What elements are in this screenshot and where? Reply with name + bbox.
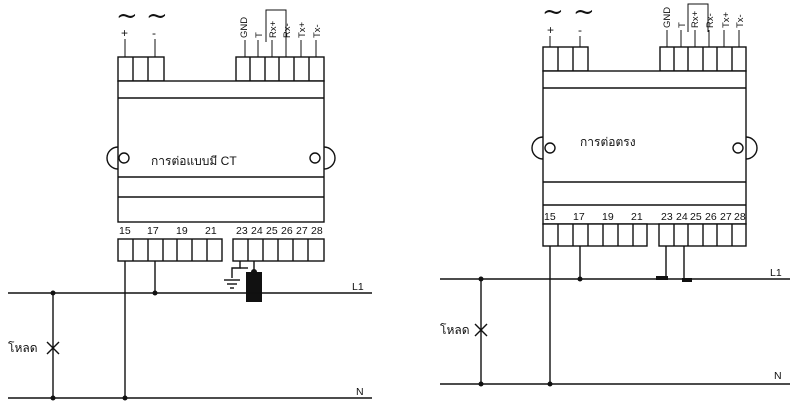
left-top-terminal-block-comm [235,56,325,82]
right-term-24: 24 [676,211,688,223]
right-load-label: โหลด [440,323,470,337]
left-ct-connection [224,261,262,302]
left-term-28: 28 [311,225,323,237]
right-comm-label-rxp: Rx+ [690,10,701,28]
right-term-17: 17 [573,211,585,223]
left-rx-bracket [265,9,287,42]
left-n-label: N [356,386,364,398]
left-bottom-terminal-block-1 [117,238,223,262]
right-top-terminal-block-power [542,46,589,72]
left-term-24: 24 [251,225,263,237]
left-term-26: 26 [281,225,293,237]
right-mount-ear-left [531,136,544,160]
right-term-26: 26 [705,211,717,223]
left-comm-leads [244,40,317,57]
right-term-23: 23 [661,211,673,223]
load-x-icon [46,341,60,355]
right-comm-label-t: T [677,22,688,28]
right-plus-label: + [547,23,554,37]
right-rx-bracket [687,3,709,32]
left-supply-symbol-2: ~ [146,1,168,31]
right-comm-label-txn: Tx- [735,14,746,28]
left-load-label: โหลด [8,341,38,355]
left-term-15: 15 [119,225,131,237]
right-direct-l1-break [656,246,692,282]
left-mount-ear-left [106,146,119,170]
right-body-label: การต่อตรง [580,135,636,149]
right-mount-ear-right [745,136,758,160]
left-meter-body [117,80,325,223]
right-term-25: 25 [690,211,702,223]
left-plus-label: + [121,26,128,40]
right-term-28: 28 [734,211,746,223]
right-bottom-terminal-block-1 [542,223,648,247]
diagram-with-ct: ~ ~ + - GND T Rx+ Rx- Tx+ Tx- [8,1,372,401]
right-n-label: N [774,370,782,382]
right-comm-label-txp: Tx+ [721,11,732,28]
left-comm-label-rxn: Rx- [282,23,293,38]
right-term-27: 27 [720,211,732,223]
left-comm-label-t: T [254,32,265,38]
left-term-27: 27 [296,225,308,237]
right-comm-label-rxn: Rx- [705,13,716,28]
current-transformer-icon [246,272,262,302]
left-supply-symbol-1: ~ [116,1,138,31]
left-mount-ear-right [323,146,336,170]
left-term-21: 21 [205,225,217,237]
right-comm-leads [666,30,740,47]
left-term-23: 23 [236,225,248,237]
left-body-label: การต่อแบบมี CT [151,154,237,168]
right-term-21: 21 [631,211,643,223]
right-comm-label-gnd: GND [662,7,673,28]
left-comm-label-txp: Tx+ [297,21,308,38]
diagram-direct: ~ ~ + - GND T Rx+ Rx- Tx+ Tx- 1 3 9 [440,0,790,387]
right-minus-label: - [578,23,582,37]
left-term-25: 25 [266,225,278,237]
left-l1-label: L1 [352,281,364,293]
left-term-17: 17 [147,225,159,237]
load-x-icon [474,323,488,337]
left-top-terminal-block-power [117,56,165,82]
left-comm-label-rxp: Rx+ [268,20,279,38]
right-supply-symbol-2: ~ [573,0,595,27]
left-minus-label: - [152,26,156,40]
right-meter-body [542,70,747,225]
left-comm-label-gnd: GND [239,17,250,38]
left-comm-label-txn: Tx- [312,24,323,38]
right-term-19: 19 [602,211,614,223]
right-l1-label: L1 [770,267,782,279]
right-supply-symbol-1: ~ [542,0,564,27]
left-term-19: 19 [176,225,188,237]
right-term-15: 15 [544,211,556,223]
